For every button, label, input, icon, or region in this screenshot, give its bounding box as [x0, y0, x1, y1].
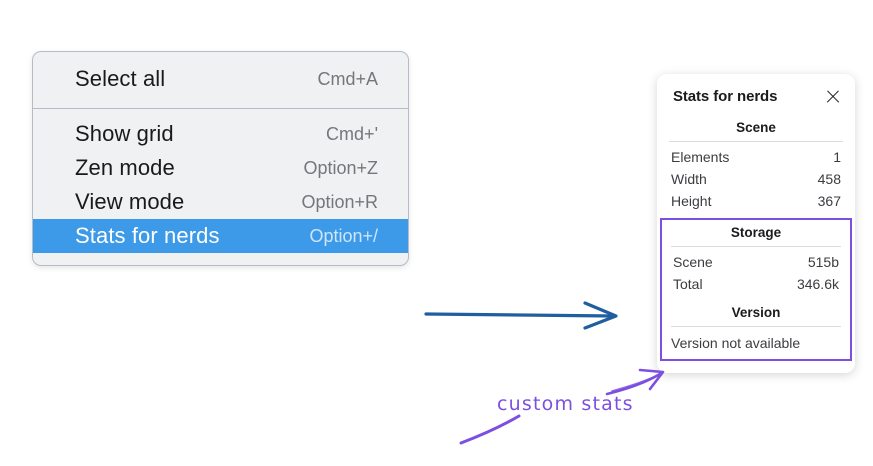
section-divider: [671, 246, 841, 247]
panel-title: Stats for nerds: [673, 88, 778, 105]
menu-item-label: Stats for nerds: [75, 223, 220, 248]
section-heading-storage: Storage: [730, 225, 782, 240]
stat-value: 515b: [807, 254, 839, 270]
menu-group-2: Show grid Cmd+' Zen mode Option+Z View m…: [33, 109, 408, 265]
stat-value: 458: [817, 171, 841, 187]
stat-row-elements: Elements 1: [657, 146, 855, 168]
context-menu[interactable]: Select all Cmd+A Show grid Cmd+' Zen mod…: [32, 51, 409, 266]
menu-item-select-all[interactable]: Select all Cmd+A: [33, 62, 408, 96]
menu-item-label: View mode: [75, 189, 185, 214]
menu-item-shortcut: Option+/: [309, 226, 378, 246]
stat-key: Total: [673, 276, 703, 292]
section-heading-scene: Scene: [736, 120, 776, 135]
menu-separator: [33, 108, 408, 109]
stat-value: 346.6k: [796, 276, 839, 292]
stat-key: Height: [671, 193, 712, 209]
menu-item-stats-for-nerds[interactable]: Stats for nerds Option+/: [33, 219, 408, 253]
stat-row-height: Height 367: [657, 190, 855, 212]
stat-key: Scene: [673, 254, 713, 270]
section-version: Version Version not available: [662, 295, 850, 353]
menu-item-shortcut: Option+R: [301, 192, 378, 212]
menu-group-1: Select all Cmd+A: [33, 52, 408, 108]
stats-for-nerds-panel: Stats for nerds Scene Elements 1 Width 4…: [657, 74, 855, 373]
version-text: Version not available: [671, 335, 801, 351]
section-scene: Scene Elements 1 Width 458 Height 367: [657, 119, 855, 212]
stat-row-width: Width 458: [657, 168, 855, 190]
menu-item-label: Show grid: [75, 121, 174, 146]
section-heading-version: Version: [731, 305, 781, 320]
custom-stats-annotation-label: custom stats: [497, 393, 634, 415]
menu-item-shortcut: Option+Z: [303, 158, 378, 178]
stat-row-storage-scene: Scene 515b: [662, 251, 850, 273]
stat-value: 367: [817, 193, 841, 209]
purple-underline-stroke: [459, 414, 521, 445]
panel-titlebar: Stats for nerds: [657, 88, 855, 105]
stat-key: Elements: [671, 149, 730, 165]
section-divider: [669, 141, 843, 142]
menu-item-label: Select all: [75, 66, 166, 91]
custom-stats-highlight-box: Storage Scene 515b Total 346.6k Version …: [660, 218, 852, 361]
stat-value: 1: [833, 149, 841, 165]
close-icon[interactable]: [825, 89, 841, 105]
menu-item-zen-mode[interactable]: Zen mode Option+Z: [33, 151, 408, 185]
menu-item-shortcut: Cmd+': [326, 124, 378, 144]
menu-item-label: Zen mode: [75, 155, 175, 180]
stat-row-storage-total: Total 346.6k: [662, 273, 850, 295]
menu-item-view-mode[interactable]: View mode Option+R: [33, 185, 408, 219]
stat-key: Width: [671, 171, 707, 187]
section-storage: Storage Scene 515b Total 346.6k: [662, 224, 850, 295]
menu-item-show-grid[interactable]: Show grid Cmd+': [33, 117, 408, 151]
blue-arrow: [424, 301, 618, 330]
section-divider: [671, 326, 841, 327]
menu-item-shortcut: Cmd+A: [317, 69, 378, 89]
purple-arrow: [605, 368, 665, 396]
